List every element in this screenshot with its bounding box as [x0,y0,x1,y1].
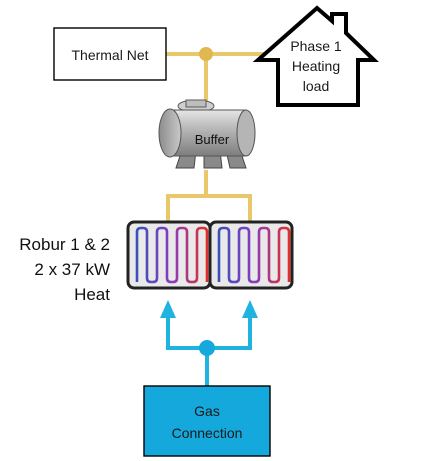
tank-left-end [158,108,182,158]
house-label-line3: load [303,78,329,94]
tank-body [169,109,247,157]
gas-connection-box [143,385,271,457]
thermal-net-label: Thermal Net [71,47,148,63]
robur-label: Robur 1 & 2 2 x 37 kW Heat [19,235,110,304]
house-label-line1: Phase 1 [290,38,342,54]
gas-label-line2: Connection [172,425,243,441]
gas-junction [199,340,215,356]
buffer-label: Buffer [195,132,230,147]
robur-unit-2-box [208,220,294,290]
gas-connection-node: Gas Connection [143,385,271,457]
robur-unit-1 [126,220,212,290]
gas-arrow-left-icon [160,300,176,318]
robur-unit-1-coil [135,226,209,284]
house-node: Phase 1 Heating load [252,5,379,107]
tank-right-end [236,109,256,157]
robur-label-line3: Heat [74,285,110,304]
gas-label-line1: Gas [194,403,220,419]
house-shape [252,5,379,107]
heat-pipes [166,52,264,222]
heat-junction [199,47,213,61]
thermal-net-node: Thermal Net [53,27,167,81]
thermal-net-box [53,27,167,81]
gas-arrow-right-icon [242,300,258,318]
buffer-tank: Buffer [158,99,256,169]
robur-unit-2-coil [217,226,291,284]
robur-label-line1: Robur 1 & 2 [19,235,110,254]
house-label-line2: Heating [292,58,340,74]
robur-unit-2 [208,220,294,290]
robur-label-line2: 2 x 37 kW [34,260,110,279]
tank-top-fitting-neck [185,99,207,108]
